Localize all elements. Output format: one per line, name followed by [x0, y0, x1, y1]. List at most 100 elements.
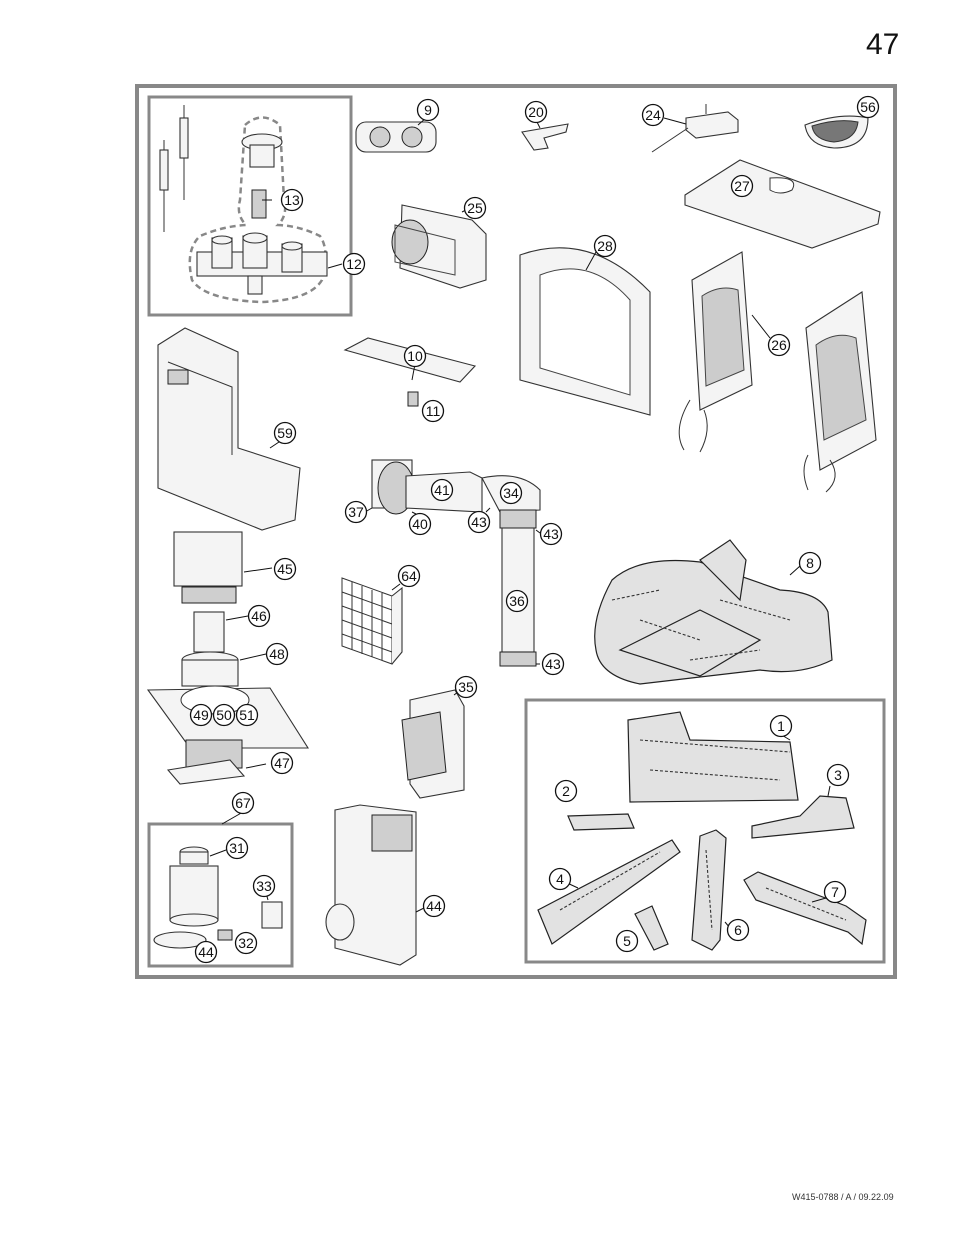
svg-text:56: 56 [860, 99, 876, 115]
part-blower-25 [391, 204, 487, 289]
svg-text:20: 20 [528, 104, 544, 120]
part-collar-48 [181, 651, 267, 687]
svg-text:8: 8 [806, 555, 814, 571]
callout-3: 3 [826, 763, 850, 787]
callout-45: 45 [273, 557, 297, 581]
callout-8: 8 [798, 551, 822, 575]
part-bracket-20 [521, 121, 569, 151]
part-side-panels-26 [678, 251, 877, 493]
part-grille-56 [804, 115, 869, 149]
callout-44-kit: 44 [194, 940, 218, 964]
part-door-frame-28 [519, 247, 651, 416]
part-termination-45 [173, 531, 273, 604]
svg-text:3: 3 [834, 767, 842, 783]
callout-41: 41 [430, 478, 454, 502]
callout-33: 33 [252, 874, 276, 898]
svg-text:43: 43 [471, 514, 487, 530]
part-log-set-8 [594, 539, 833, 685]
svg-text:24: 24 [645, 107, 661, 123]
svg-text:35: 35 [458, 679, 474, 695]
callout-37: 37 [344, 500, 368, 524]
callout-9: 9 [416, 98, 440, 122]
callout-51: 51 [235, 703, 259, 727]
callout-64: 64 [397, 564, 421, 588]
callout-24: 24 [641, 103, 665, 127]
callout-50: 50 [212, 703, 236, 727]
inset-frame-burner [147, 95, 353, 317]
svg-text:41: 41 [434, 482, 450, 498]
svg-text:40: 40 [412, 516, 428, 532]
svg-text:4: 4 [556, 871, 564, 887]
part-logs-1-to-7 [537, 711, 867, 951]
part-valve-9 [355, 117, 437, 153]
svg-text:43: 43 [543, 526, 559, 542]
part-vent-kit-31 [153, 846, 283, 949]
svg-text:45: 45 [277, 561, 293, 577]
callout-67: 67 [231, 791, 255, 815]
svg-text:59: 59 [277, 425, 293, 441]
callout-31: 31 [225, 836, 249, 860]
callout-59: 59 [273, 421, 297, 445]
svg-text:49: 49 [193, 707, 209, 723]
part-top-27 [684, 159, 881, 249]
callout-28: 28 [593, 234, 617, 258]
callout-10: 10 [403, 344, 427, 368]
svg-text:43: 43 [545, 656, 561, 672]
part-termination-35 [401, 689, 465, 799]
callout-49: 49 [189, 703, 213, 727]
svg-text:46: 46 [251, 608, 267, 624]
svg-text:67: 67 [235, 795, 251, 811]
callout-5: 5 [615, 929, 639, 953]
callout-44-wall: 44 [422, 894, 446, 918]
svg-text:48: 48 [269, 646, 285, 662]
callout-35: 35 [454, 675, 478, 699]
callout-34: 34 [499, 481, 523, 505]
svg-text:37: 37 [348, 504, 364, 520]
svg-text:11: 11 [426, 403, 441, 419]
svg-text:28: 28 [597, 238, 613, 254]
callout-43-bottom: 43 [541, 652, 565, 676]
svg-text:33: 33 [256, 878, 272, 894]
svg-text:13: 13 [284, 192, 300, 208]
callout-27: 27 [730, 174, 754, 198]
part-screen-64 [341, 577, 403, 665]
svg-text:36: 36 [509, 593, 525, 609]
callout-32: 32 [234, 931, 258, 955]
svg-text:44: 44 [198, 944, 214, 960]
svg-text:26: 26 [771, 337, 787, 353]
callout-6: 6 [726, 918, 750, 942]
callout-13: 13 [280, 188, 304, 212]
callout-40: 40 [408, 512, 432, 536]
svg-text:31: 31 [229, 840, 245, 856]
part-box-59 [157, 327, 301, 531]
callout-26: 26 [767, 333, 791, 357]
svg-text:32: 32 [238, 935, 254, 951]
callout-47: 47 [270, 751, 294, 775]
part-pipe-46 [193, 611, 249, 653]
svg-text:10: 10 [407, 348, 423, 364]
callout-36: 36 [505, 589, 529, 613]
svg-text:1: 1 [777, 718, 785, 734]
callout-2: 2 [554, 779, 578, 803]
svg-text:9: 9 [424, 102, 432, 118]
part-vertical-pipe-36 [485, 507, 541, 667]
svg-text:50: 50 [216, 707, 232, 723]
svg-text:5: 5 [623, 933, 631, 949]
svg-text:25: 25 [467, 200, 483, 216]
svg-text:6: 6 [734, 922, 742, 938]
part-plate-47 [166, 759, 267, 785]
svg-text:51: 51 [239, 707, 255, 723]
svg-text:12: 12 [346, 256, 362, 272]
callout-12: 12 [342, 252, 366, 276]
burner-assembly [159, 105, 328, 304]
callout-11: 11 [421, 399, 445, 423]
svg-text:47: 47 [274, 755, 290, 771]
svg-text:7: 7 [831, 884, 839, 900]
callout-46: 46 [247, 604, 271, 628]
callout-20: 20 [524, 100, 548, 124]
document-code: W415-0788 / A / 09.22.09 [792, 1192, 894, 1202]
part-wall-plate-44 [325, 804, 425, 966]
callout-1: 1 [769, 714, 793, 738]
outer-frame [135, 84, 897, 979]
